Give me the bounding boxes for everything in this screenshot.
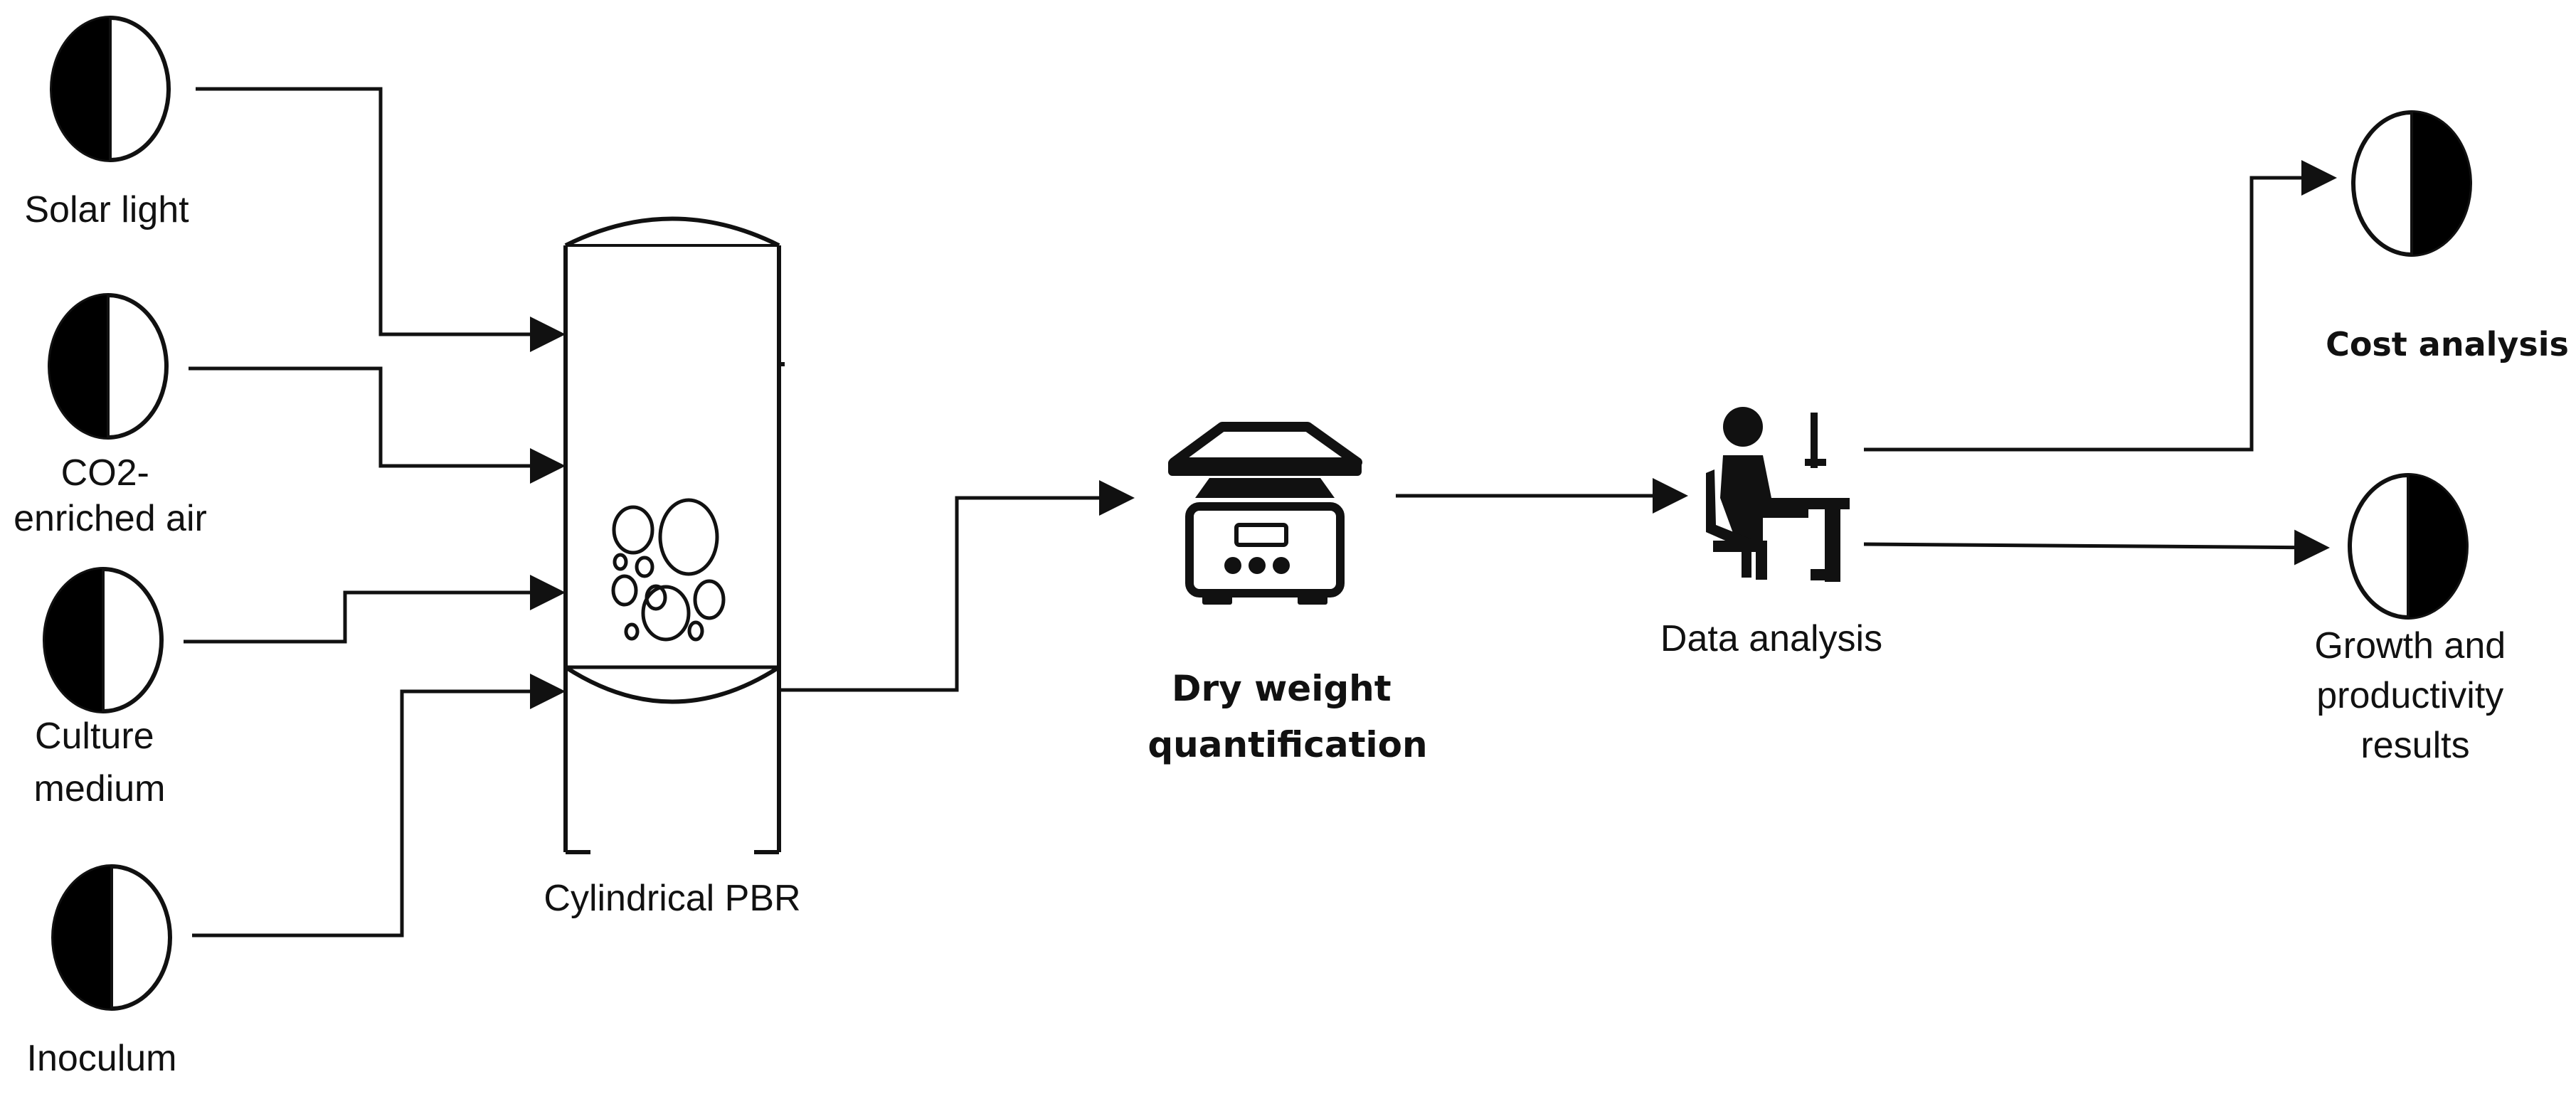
- bubbles-icon: [611, 498, 726, 642]
- inoculum-connector: [192, 674, 566, 938]
- cost-analysis-label: Cost analysis: [2326, 325, 2569, 363]
- cost-analysis-half-moon-icon: [2353, 112, 2470, 255]
- inoculum-label: Inoculum: [27, 1038, 177, 1079]
- data-to-growth-results-connector: [1863, 529, 2330, 565]
- culture-medium-label: Culture medium: [34, 716, 166, 809]
- cylindrical-pbr-label: Cylindrical PBR: [544, 878, 800, 919]
- solar-light-connector: [196, 87, 566, 352]
- data-to-cost-analysis-connector: [1864, 160, 2337, 452]
- solar-light-label: Solar light: [24, 189, 189, 230]
- shaker-device-icon: [1168, 422, 1362, 605]
- co2-air-connector: [189, 366, 566, 484]
- person-at-computer-icon: [1706, 407, 1850, 582]
- data-analysis-label: Data analysis: [1660, 618, 1882, 659]
- growth-productivity-results-label: Growth and productivity results: [2314, 625, 2516, 766]
- solar-light-half-moon-icon: [52, 18, 169, 160]
- inoculum-half-moon-icon: [53, 866, 170, 1009]
- dry-weight-quantification-label: Dry weight quantification: [1147, 668, 1427, 765]
- growth-results-half-moon-icon: [2350, 475, 2466, 617]
- co2-enriched-air-label: CO2- enriched air: [14, 452, 207, 539]
- pbr-to-dry-weight-connector: [779, 480, 1135, 692]
- culture-medium-half-moon-icon: [45, 569, 161, 711]
- culture-medium-connector: [184, 575, 566, 644]
- cylindrical-pbr-icon: [563, 216, 785, 854]
- co2-air-half-moon-icon: [50, 295, 166, 437]
